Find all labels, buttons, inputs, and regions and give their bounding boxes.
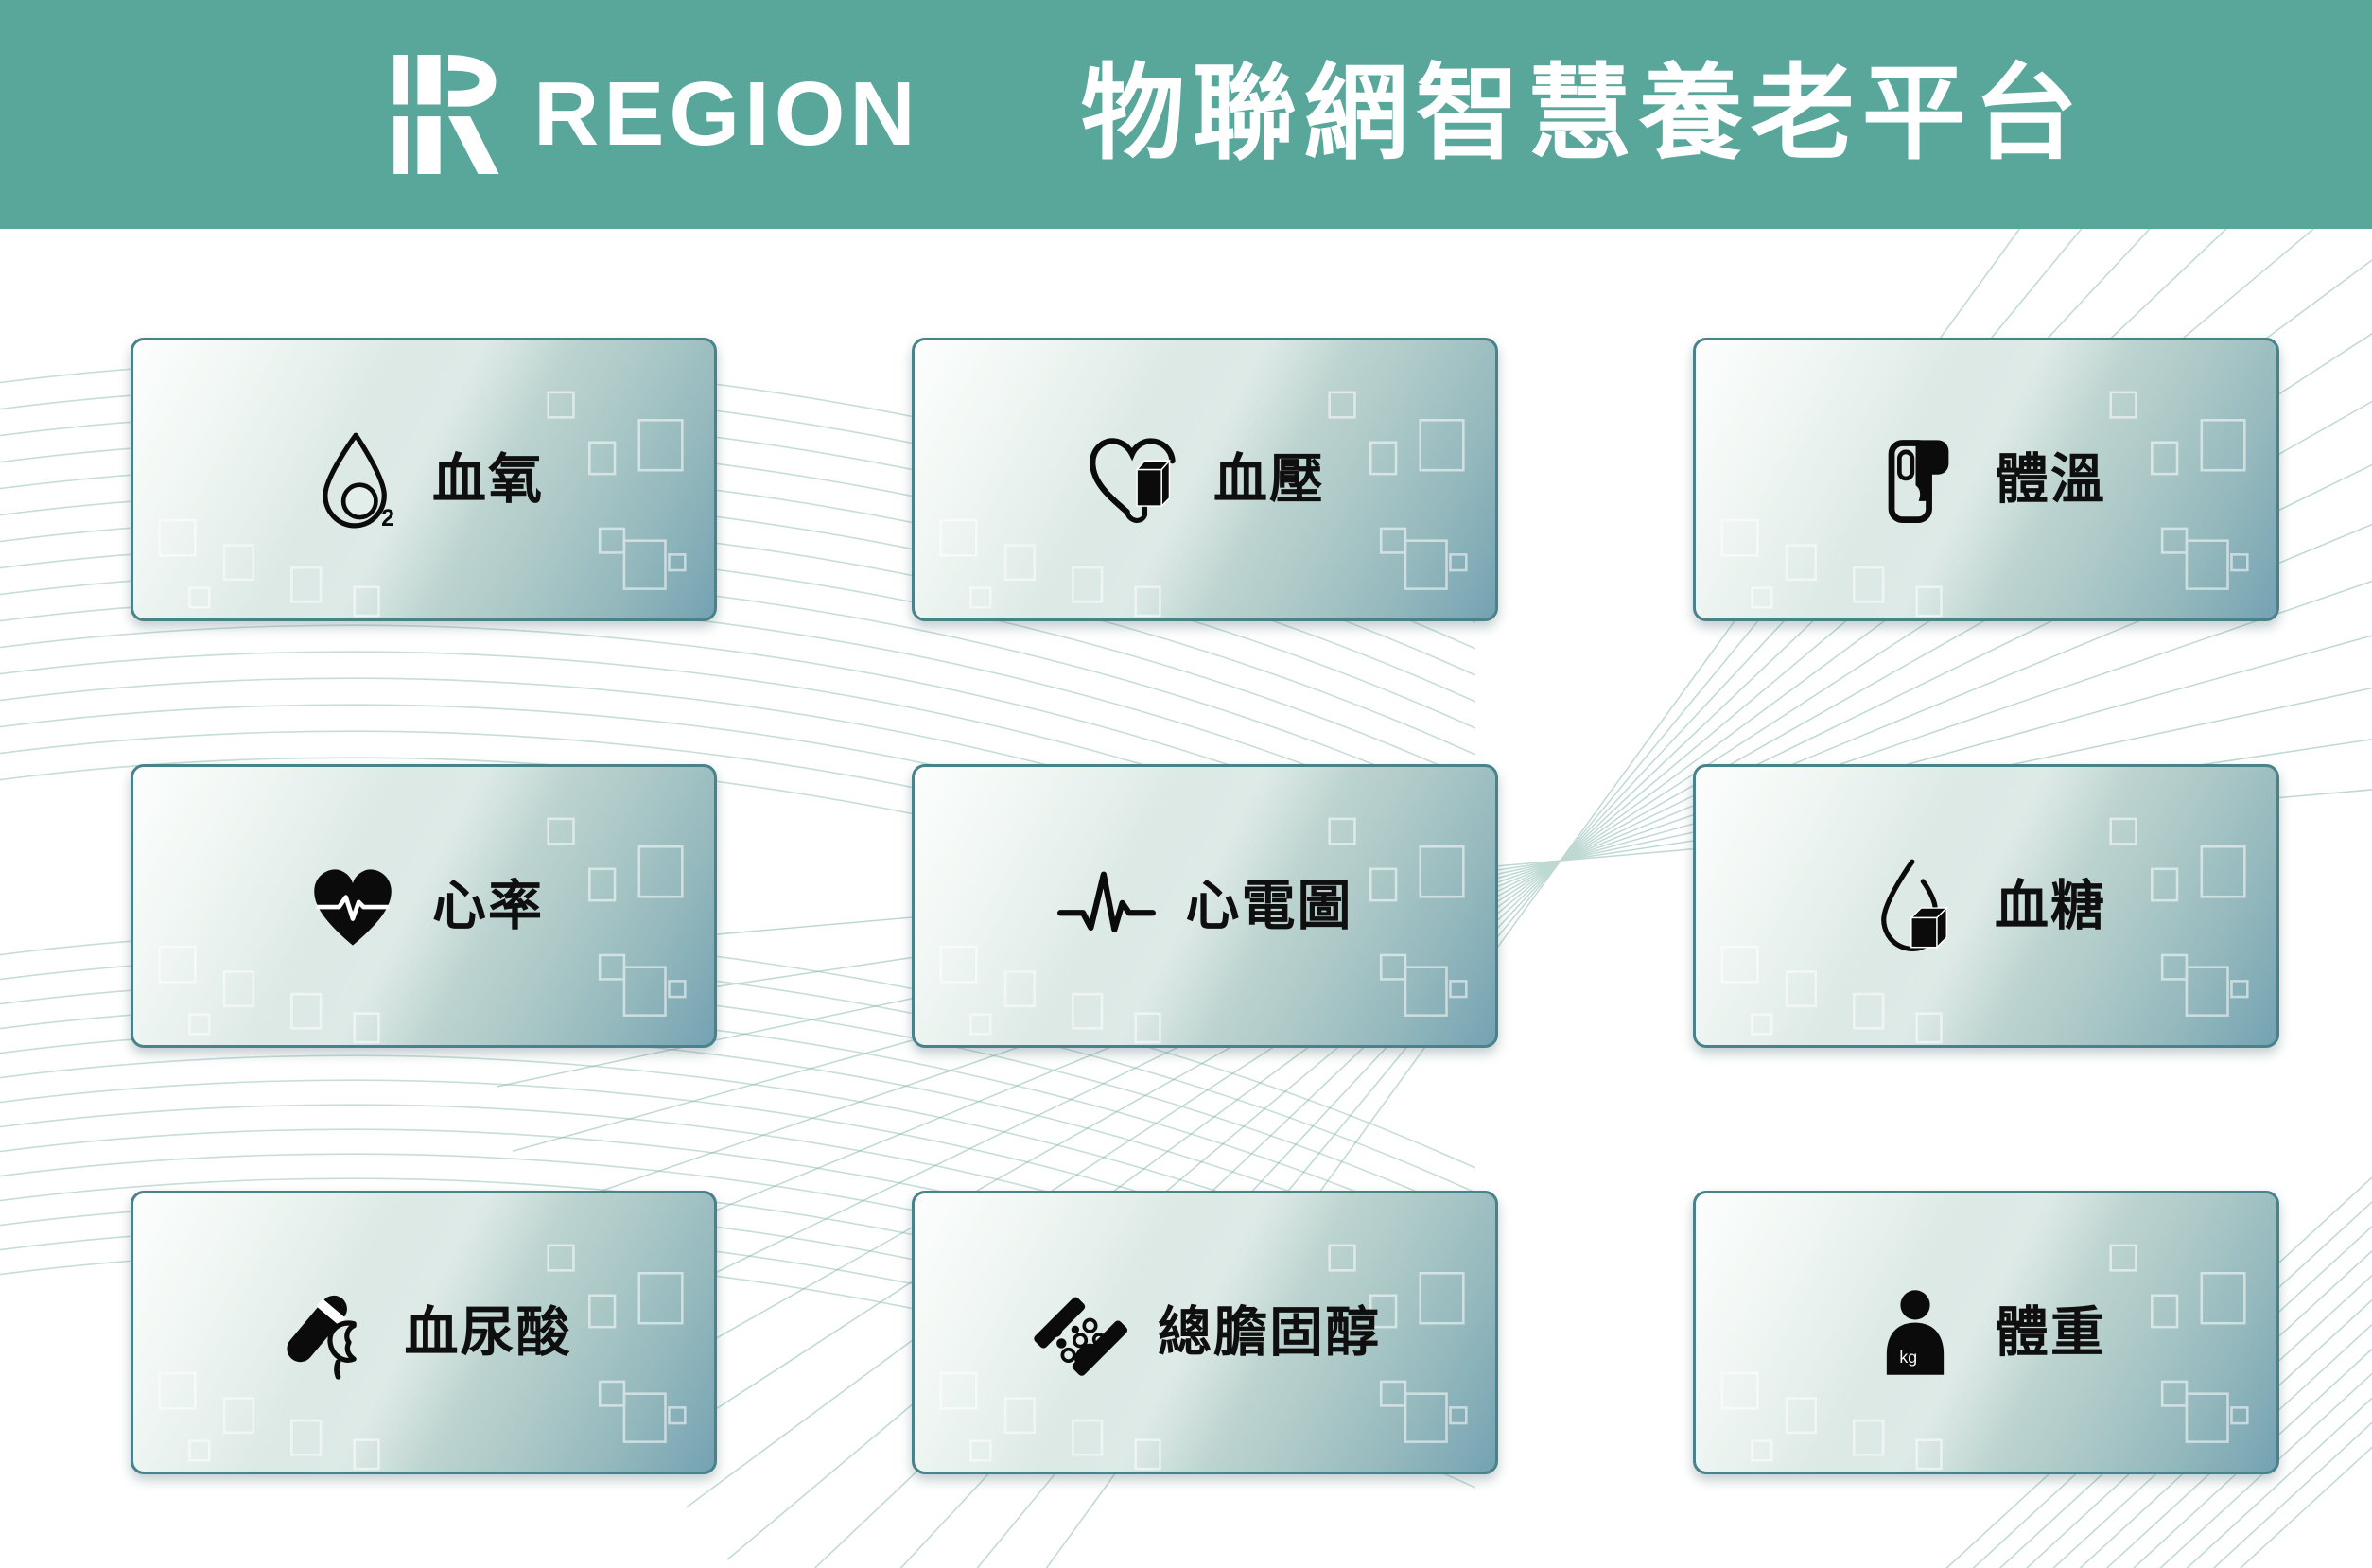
oxygen-o-symbol <box>340 482 378 520</box>
metric-label: 血糖 <box>1995 875 2106 936</box>
metric-label: 血氧 <box>432 448 544 510</box>
brand-name: REGION <box>533 63 920 165</box>
metric-card-grid: 2 血氧 血壓 <box>131 338 2279 1474</box>
blood-pressure-icon <box>1090 438 1176 523</box>
metric-card-body-temperature[interactable]: 體溫 <box>1693 338 2279 621</box>
metric-label: 體溫 <box>1995 448 2106 510</box>
metric-card-blood-oxygen[interactable]: 2 血氧 <box>131 338 717 621</box>
metric-card-total-cholesterol[interactable]: 總膽固醇 <box>912 1191 1498 1474</box>
metric-card-blood-pressure[interactable]: 血壓 <box>912 338 1498 621</box>
weight-icon: kg <box>1886 1290 1945 1375</box>
metric-label: 體重 <box>1995 1301 2106 1363</box>
metric-label: 心電圖 <box>1185 875 1353 936</box>
oxygen-subscript: 2 <box>381 505 394 529</box>
body-temperature-icon <box>1888 440 1949 524</box>
total-cholesterol-icon <box>1034 1297 1127 1376</box>
metric-card-blood-glucose[interactable]: 血糖 <box>1693 764 2279 1048</box>
blood-glucose-icon <box>1881 859 1949 952</box>
ecg-icon <box>1056 871 1156 933</box>
header: REGION 物聯網智慧養老平台 <box>0 0 2372 229</box>
weight-unit-text: kg <box>1899 1348 1917 1367</box>
blood-oxygen-icon: 2 <box>323 432 394 529</box>
region-logo-mark <box>393 55 499 174</box>
heart-rate-icon <box>314 869 392 946</box>
metric-card-ecg[interactable]: 心電圖 <box>912 764 1498 1048</box>
page-title: 物聯網智慧養老平台 <box>1080 56 2085 172</box>
blood-uric-acid-icon <box>286 1295 357 1380</box>
metric-card-blood-uric-acid[interactable]: 血尿酸 <box>131 1191 717 1474</box>
metric-label: 總膽固醇 <box>1158 1301 1381 1363</box>
metric-label: 血壓 <box>1213 448 1325 510</box>
metric-label: 心率 <box>432 875 544 936</box>
brand: REGION <box>388 55 920 174</box>
metric-label: 血尿酸 <box>404 1301 572 1363</box>
metric-card-heart-rate[interactable]: 心率 <box>131 764 717 1048</box>
metric-card-weight[interactable]: kg 體重 <box>1693 1191 2279 1474</box>
